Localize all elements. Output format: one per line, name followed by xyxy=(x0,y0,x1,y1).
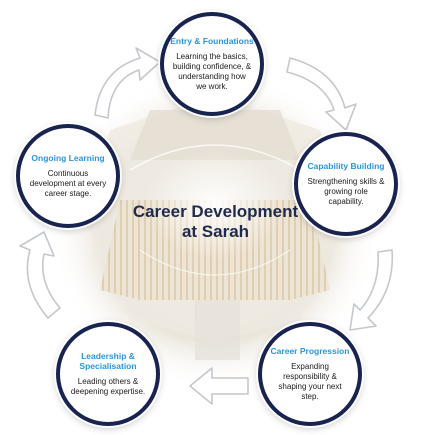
stage-circle-ongoing: Ongoing Learning Continuous development … xyxy=(16,124,120,228)
curved-arrow-icon xyxy=(189,367,249,405)
architectural-ceiling-photo xyxy=(50,70,380,390)
stage-title: Leadership & Specialisation xyxy=(79,351,137,371)
stage-description: Learning the basics, building confidence… xyxy=(172,52,252,91)
stage-circle-progression: Career Progression Expanding responsibil… xyxy=(258,322,362,426)
curved-arrow-icon xyxy=(286,57,357,131)
stage-description: Expanding responsibility & shaping your … xyxy=(278,362,342,401)
curved-arrow-icon xyxy=(19,231,61,319)
stage-title: Entry & Foundations xyxy=(170,36,254,46)
stage-title: Ongoing Learning xyxy=(31,153,105,163)
stage-description: Strengthening skills & growing role capa… xyxy=(307,177,385,206)
stage-circle-capability: Capability Building Strengthening skills… xyxy=(294,132,398,236)
curved-arrow-icon xyxy=(349,249,394,331)
stage-circle-entry: Entry & Foundations Learning the basics,… xyxy=(160,12,264,116)
stage-title: Capability Building xyxy=(307,161,385,171)
center-title: Career Development at Sarah xyxy=(132,202,299,241)
stage-title: Career Progression xyxy=(270,346,350,356)
stage-description: Continuous development at every career s… xyxy=(29,169,107,198)
stage-description: Leading others & deepening expertise. xyxy=(70,377,146,396)
stage-circle-leadership: Leadership & Specialisation Leading othe… xyxy=(56,322,160,426)
